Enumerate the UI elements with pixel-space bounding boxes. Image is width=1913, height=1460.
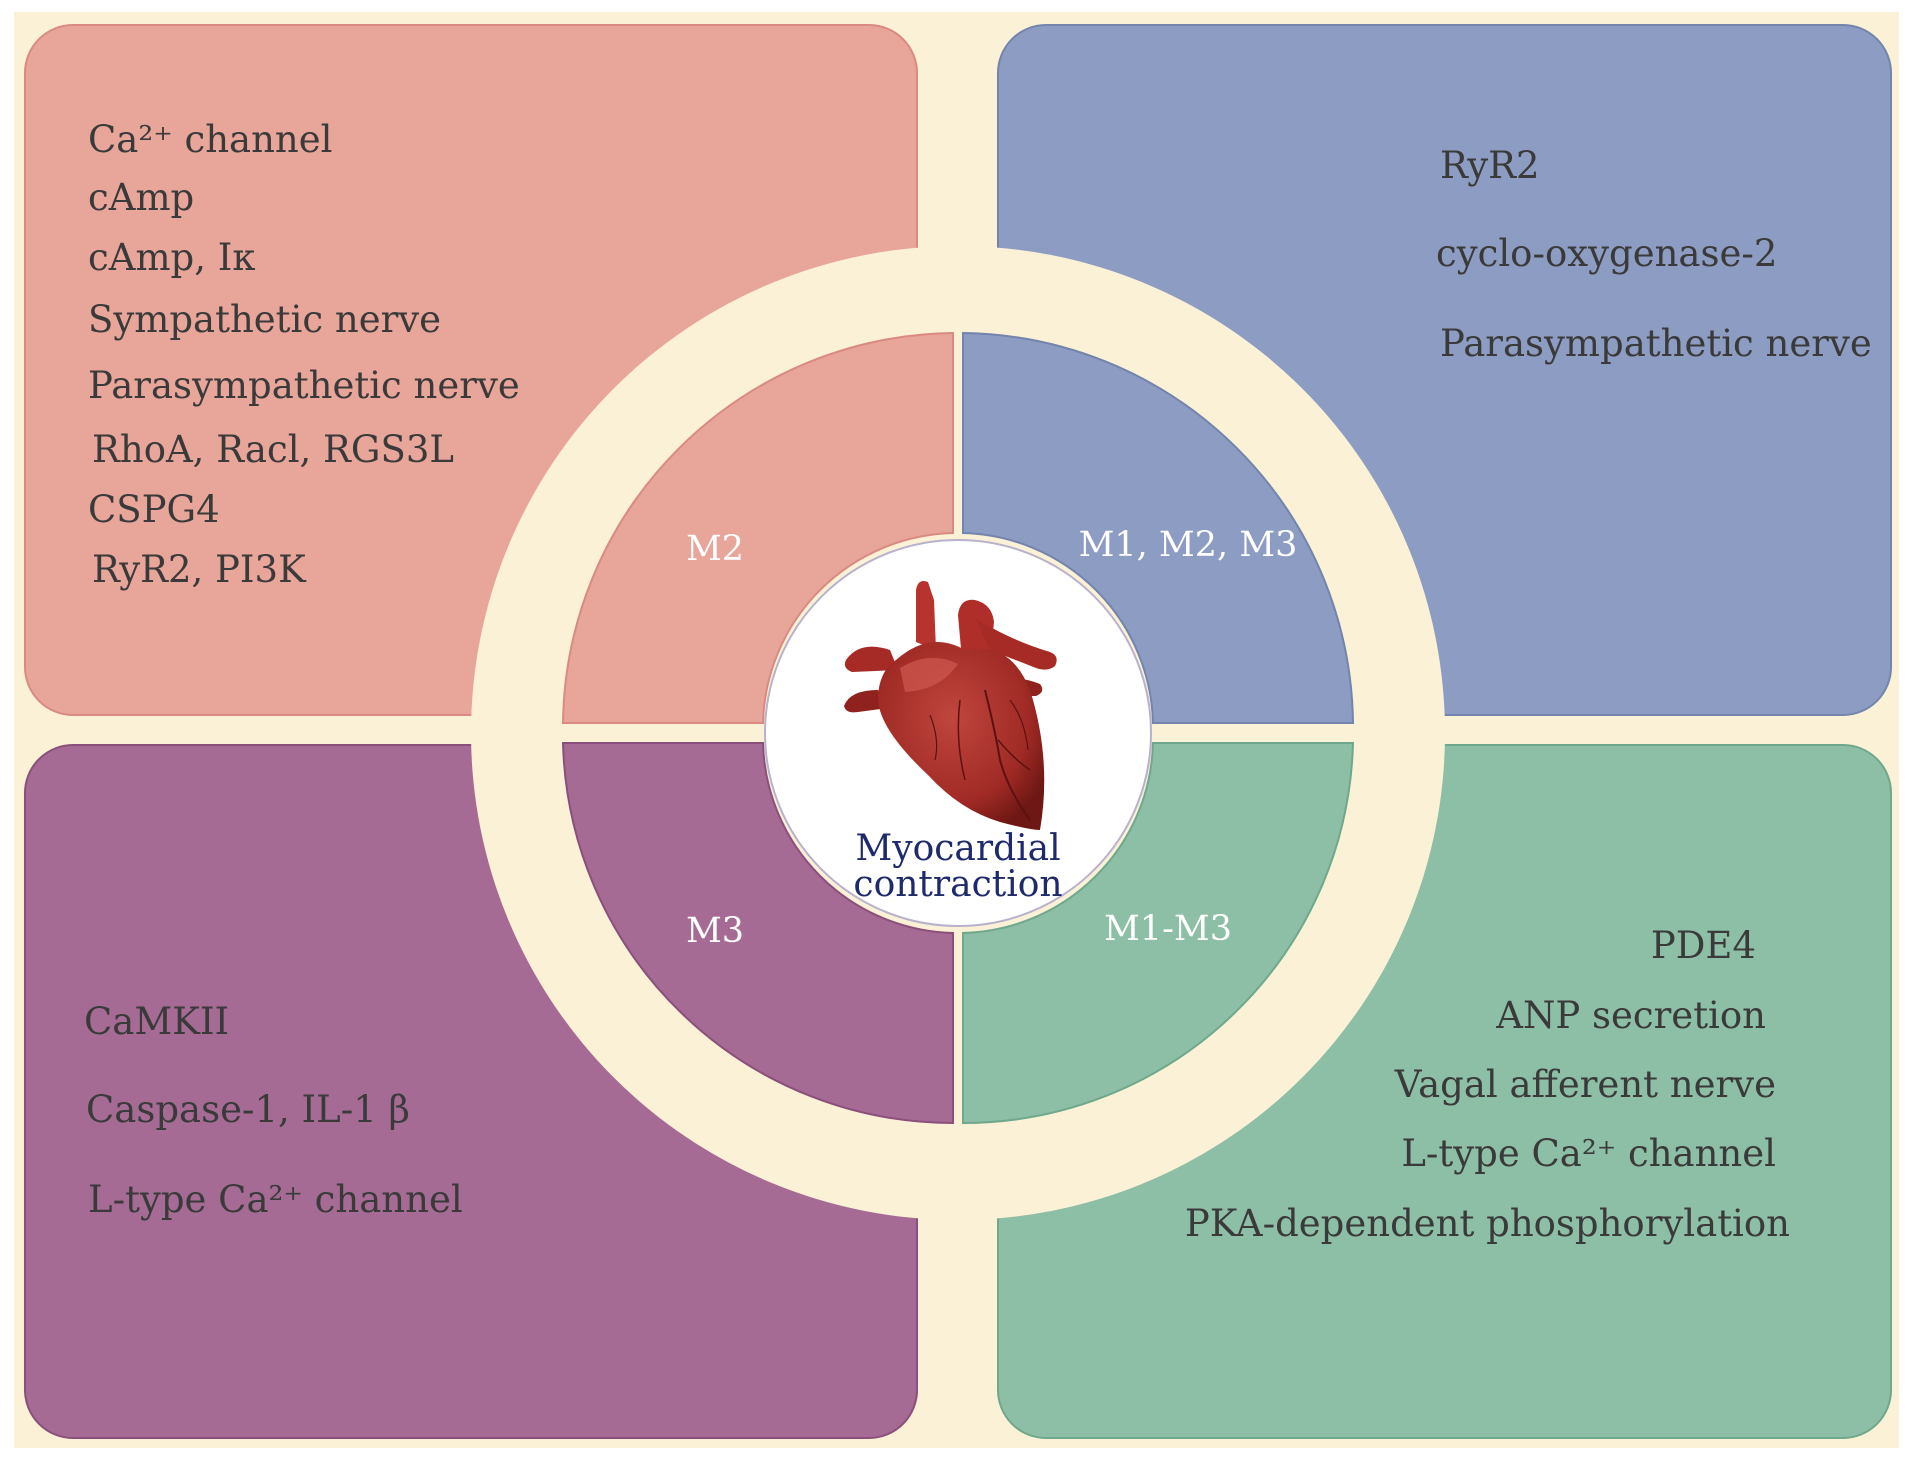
box-bottom-left-item: Caspase-1, IL-1 β: [86, 1088, 410, 1131]
box-top-right-item: Parasympathetic nerve: [1440, 322, 1872, 365]
quadrant-label-bottom-left: M3: [686, 911, 744, 951]
box-bottom-right-item: ANP secretion: [1495, 994, 1766, 1037]
box-top-right-item: cyclo-oxygenase-2: [1436, 232, 1777, 275]
center-label-line1: Myocardial: [855, 828, 1060, 869]
box-bottom-left-item: CaMKII: [84, 1000, 229, 1043]
box-top-left-item: RyR2, PI3K: [92, 548, 307, 591]
box-top-left-item: RhoA, Racl, RGS3L: [92, 428, 454, 471]
quadrant-top-left: [561, 331, 954, 724]
box-top-left-item: cAmp, Iᴋ: [88, 236, 255, 279]
box-top-left-item: cAmp: [88, 176, 194, 219]
box-bottom-right-item: L-type Ca²⁺ channel: [1401, 1132, 1776, 1175]
box-top-left-item: CSPG4: [88, 488, 220, 531]
quadrant-top-right: [962, 331, 1355, 724]
box-top-left-item: Parasympathetic nerve: [88, 364, 520, 407]
center-label-line2: contraction: [853, 864, 1062, 905]
quadrant-bottom-right: [962, 742, 1355, 1125]
box-bottom-right-item: PDE4: [1651, 924, 1756, 967]
box-bottom-right-item: Vagal afferent nerve: [1394, 1063, 1776, 1106]
heart-icon: [844, 581, 1057, 830]
box-bottom-left-item: L-type Ca²⁺ channel: [88, 1178, 463, 1221]
box-top-left-item: Ca²⁺ channel: [88, 118, 333, 161]
box-bottom-right-item: PKA-dependent phosphorylation: [1185, 1202, 1790, 1245]
quadrant-label-bottom-right: M1-M3: [1104, 909, 1232, 949]
quadrant-label-top-right: M1, M2, M3: [1079, 525, 1298, 565]
box-top-left-item: Sympathetic nerve: [88, 298, 441, 341]
box-top-right-item: RyR2: [1440, 144, 1540, 187]
quadrant-bottom-left: [561, 742, 954, 1125]
quadrant-label-top-left: M2: [686, 529, 744, 569]
